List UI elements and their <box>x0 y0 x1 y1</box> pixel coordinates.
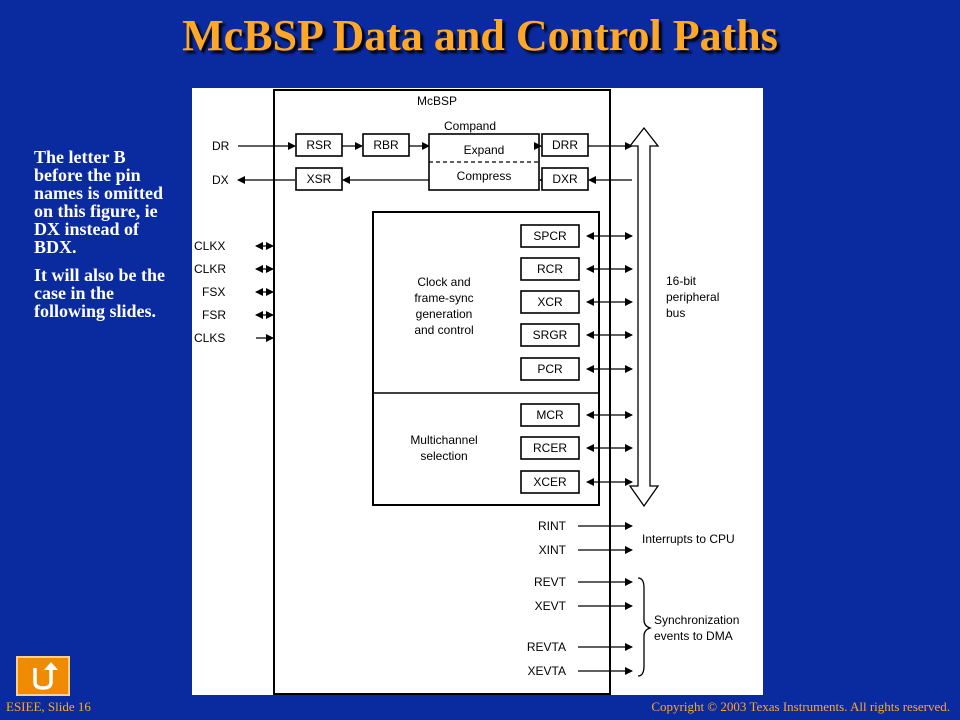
svg-text:Multichannel: Multichannel <box>410 433 477 447</box>
svg-text:and control: and control <box>414 323 473 337</box>
reg-rcer: RCER <box>520 436 633 460</box>
signal-revt: REVT <box>534 575 567 589</box>
footer-slide-number: ESIEE, Slide 16 <box>6 699 91 714</box>
svg-text:DRR: DRR <box>552 138 578 152</box>
reg-xsr: XSR <box>295 167 343 191</box>
svg-text:Clock and: Clock and <box>417 275 470 289</box>
svg-text:frame-sync: frame-sync <box>414 291 473 305</box>
reg-dxr: DXR <box>541 167 589 191</box>
compand-expand: Expand <box>464 143 505 157</box>
svg-text:bus: bus <box>666 306 685 320</box>
signal-revta: REVTA <box>527 640 566 654</box>
svg-text:SPCR: SPCR <box>533 229 567 243</box>
reg-drr: DRR <box>541 133 589 157</box>
svg-text:peripheral: peripheral <box>666 290 719 304</box>
signal-xint: XINT <box>539 543 567 557</box>
mcbsp-block-diagram: McBSP DR DX RSR RBR XSR Compand Expand C… <box>192 88 763 695</box>
home-button[interactable] <box>16 656 70 696</box>
reg-rcr: RCR <box>520 257 633 281</box>
reg-xcer: XCER <box>520 470 633 494</box>
svg-text:RCER: RCER <box>533 441 567 455</box>
dma-events-label: Synchronization events to DMA <box>654 613 739 643</box>
note-following-slides: It will also be the case in the followin… <box>34 265 166 321</box>
peripheral-bus-label: 16-bit peripheral bus <box>666 274 719 320</box>
svg-text:generation: generation <box>416 307 473 321</box>
svg-text:RBR: RBR <box>373 138 399 152</box>
compand-title: Compand <box>444 119 496 133</box>
svg-text:16-bit: 16-bit <box>666 274 697 288</box>
pin-dx: DX <box>212 173 229 187</box>
svg-text:XCER: XCER <box>533 475 567 489</box>
reg-pcr: PCR <box>520 357 633 381</box>
slide-title: McBSP Data and Control Paths <box>182 11 778 60</box>
reg-xcr: XCR <box>520 290 633 314</box>
reg-mcr: MCR <box>520 403 633 427</box>
svg-text:RCR: RCR <box>537 262 563 276</box>
reg-spcr: SPCR <box>520 224 633 248</box>
footer-copyright: Copyright © 2003 Texas Instruments. All … <box>651 699 950 714</box>
svg-text:Synchronization: Synchronization <box>654 613 739 627</box>
reg-rbr: RBR <box>362 133 410 157</box>
signal-xevt: XEVT <box>535 599 567 613</box>
svg-text:DXR: DXR <box>552 172 578 186</box>
note-pin-names: The letter B before the pin names is omi… <box>34 147 163 257</box>
pin-clkr: CLKR <box>194 262 226 276</box>
peripheral-bus-arrow <box>628 126 660 508</box>
pin-clkx: CLKX <box>194 239 225 253</box>
compand-box: Expand Compress <box>428 133 540 191</box>
svg-text:XSR: XSR <box>307 172 332 186</box>
dma-events-brace <box>637 577 653 677</box>
svg-text:XCR: XCR <box>537 295 563 309</box>
pin-dr: DR <box>212 139 230 153</box>
pin-fsr: FSR <box>202 308 226 322</box>
svg-text:MCR: MCR <box>536 408 564 422</box>
svg-text:events to DMA: events to DMA <box>654 629 733 643</box>
reg-srgr: SRGR <box>520 323 633 347</box>
clock-block-label: Clock and frame-sync generation and cont… <box>414 275 473 337</box>
multichannel-block-label: Multichannel selection <box>410 433 477 463</box>
interrupts-label: Interrupts to CPU <box>642 532 735 546</box>
svg-text:SRGR: SRGR <box>533 328 568 342</box>
signal-rint: RINT <box>538 519 567 533</box>
svg-text:RSR: RSR <box>306 138 332 152</box>
side-notes: The letter B before the pin names is omi… <box>34 148 169 330</box>
reg-rsr: RSR <box>295 133 343 157</box>
svg-text:PCR: PCR <box>537 362 563 376</box>
svg-text:selection: selection <box>420 449 467 463</box>
return-arrow-icon <box>33 662 58 690</box>
pin-fsx: FSX <box>202 285 225 299</box>
signal-xevta: XEVTA <box>528 664 566 678</box>
compand-compress: Compress <box>457 169 512 183</box>
mcbsp-label: McBSP <box>417 94 457 108</box>
pin-clks: CLKS <box>194 331 225 345</box>
clock-pins: CLKX CLKR FSX FSR CLKS <box>194 239 274 345</box>
